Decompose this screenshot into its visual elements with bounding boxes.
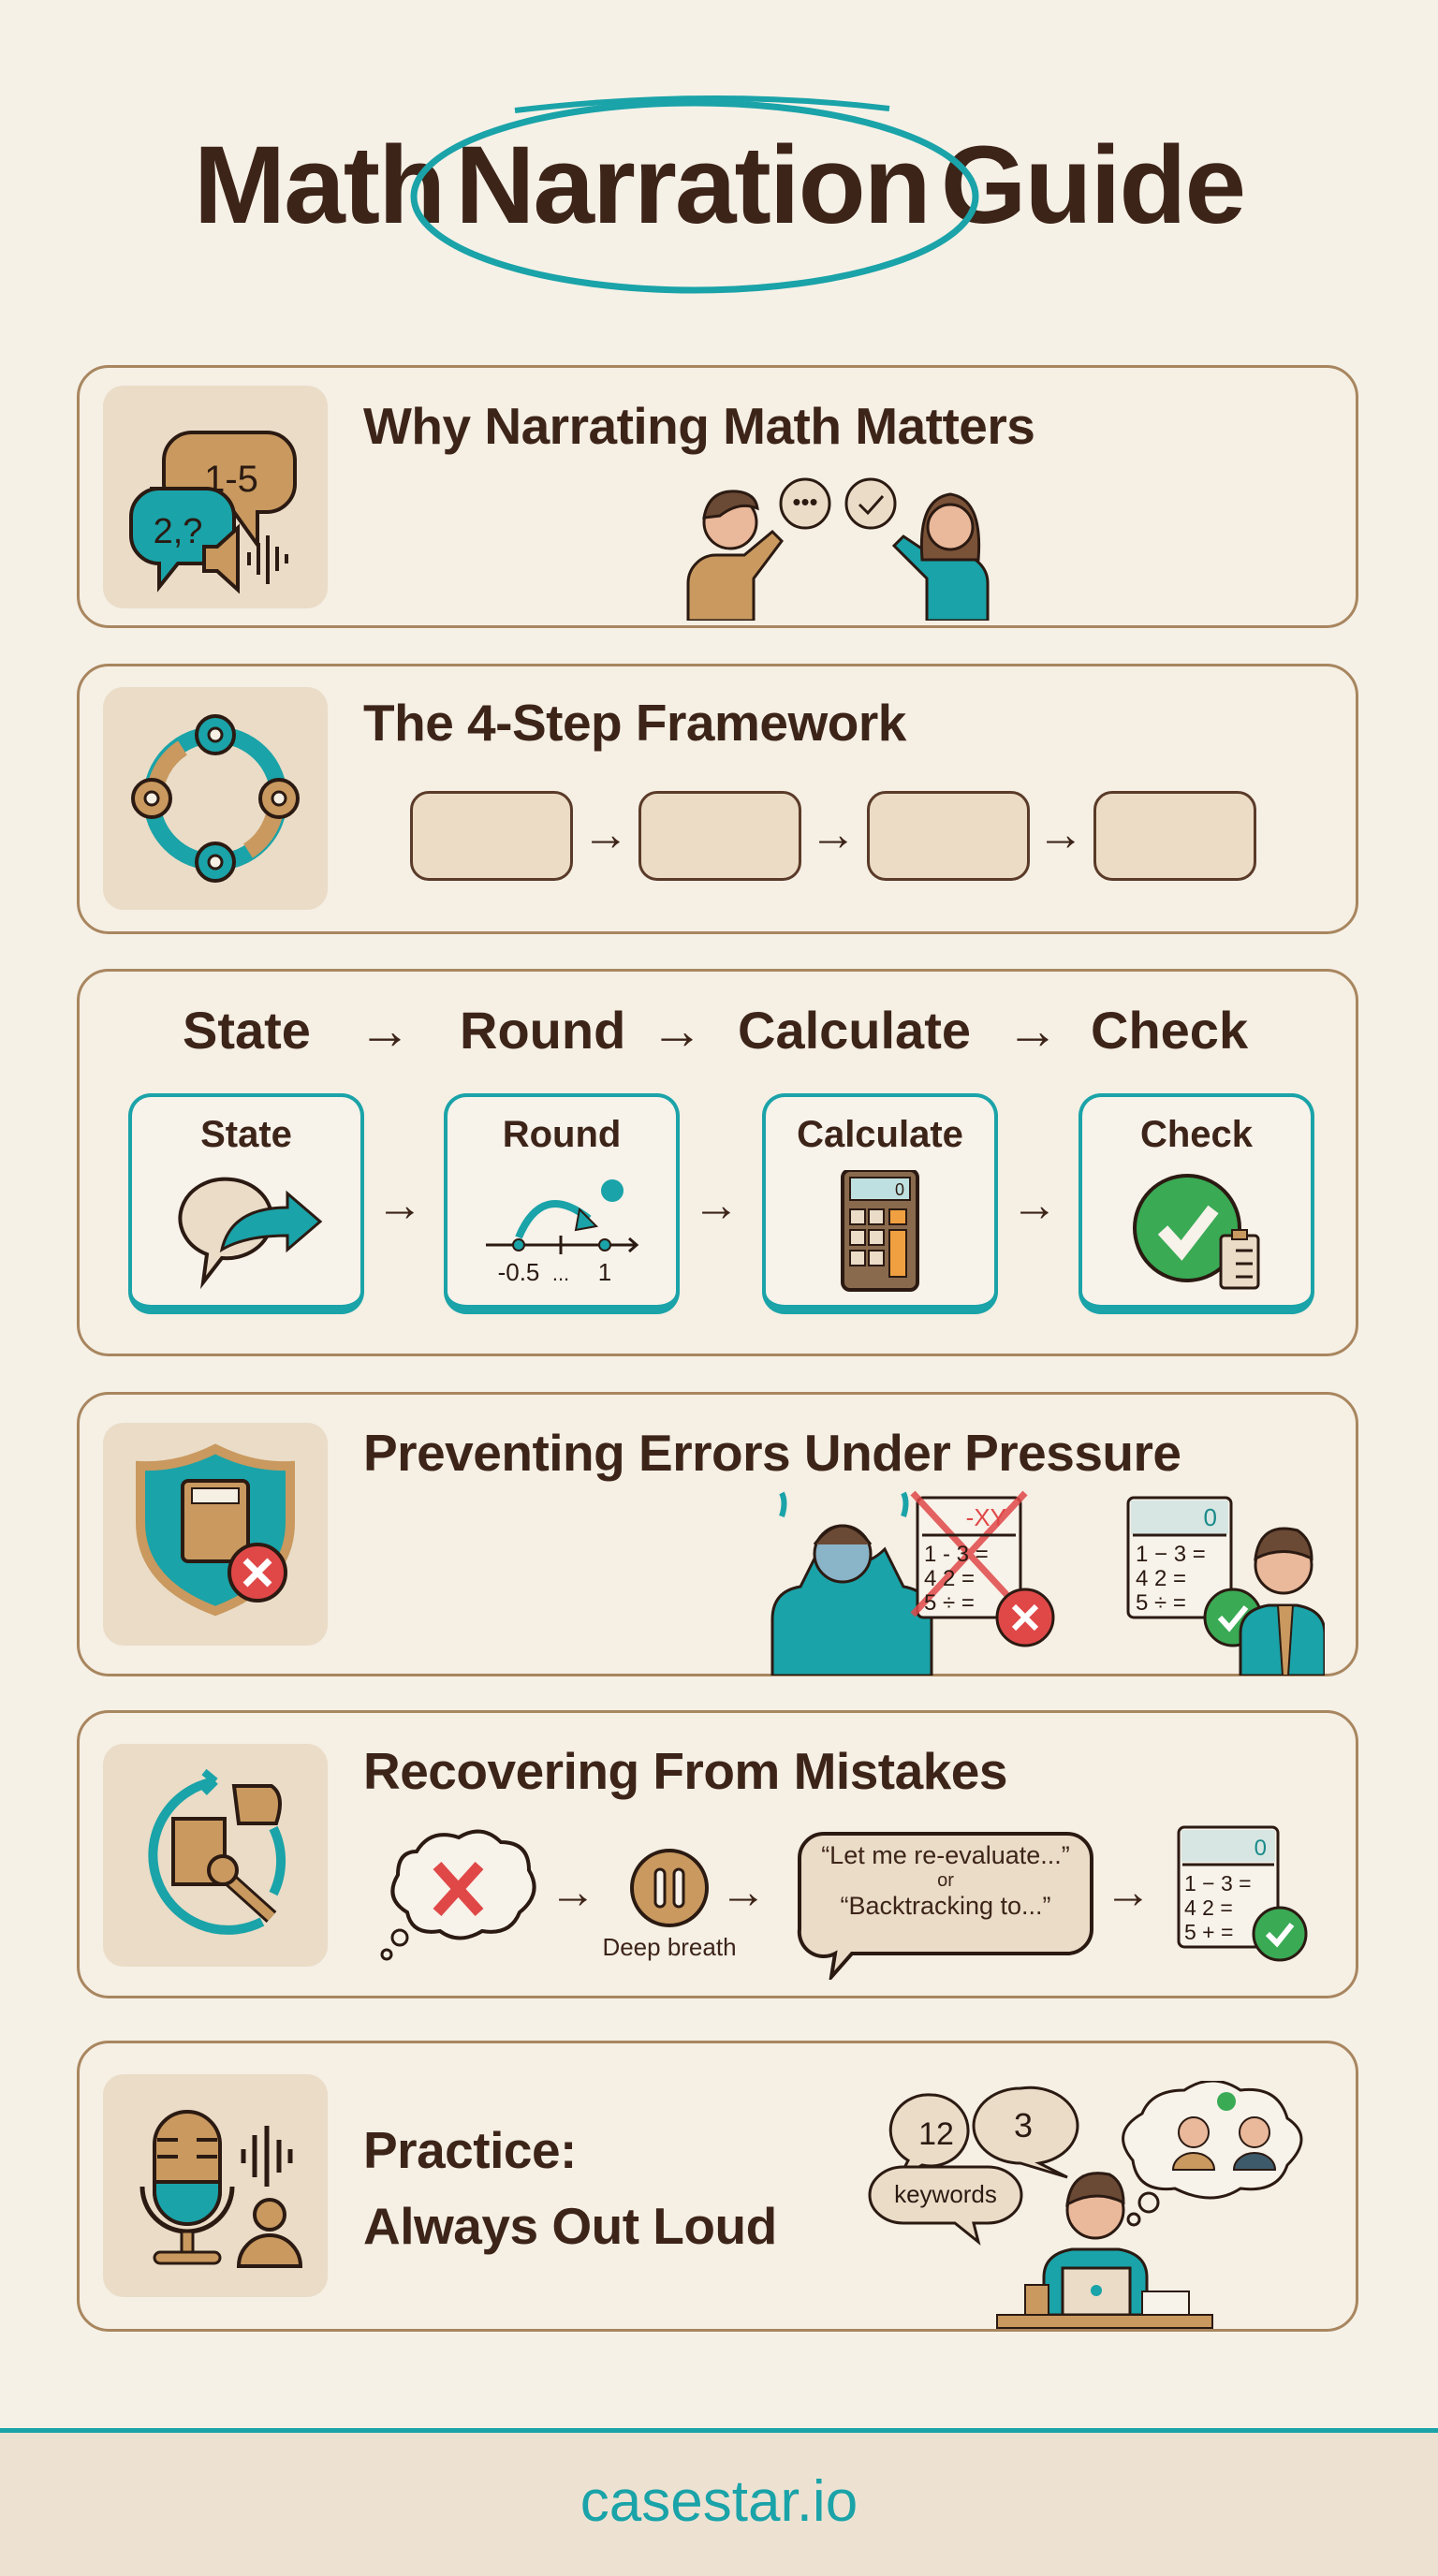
wrong-sheet-line: 4 2 = xyxy=(924,1566,975,1591)
practice-speaking-illustration: 12 3 keywords xyxy=(868,2081,1303,2329)
arrow-right-icon: → xyxy=(810,808,857,860)
arrow-right-icon: → xyxy=(359,1001,411,1060)
step-card-state: State xyxy=(128,1093,364,1314)
wrong-sheet-header: -XY xyxy=(966,1503,1006,1531)
right-sheet-line: 5 ÷ = xyxy=(1136,1590,1186,1616)
title-oval-highlight xyxy=(410,95,979,294)
step-header-calculate: Calculate xyxy=(738,1001,971,1060)
section-recovering: Recovering From Mistakes → Deep breath →… xyxy=(77,1710,1358,1998)
arrow-right-icon: → xyxy=(1011,1178,1058,1231)
speech-arrow-icon xyxy=(178,1177,323,1290)
section-heading-line2: Always Out Loud xyxy=(363,2197,777,2255)
deep-breath-label: Deep breath xyxy=(602,1933,737,1961)
step-card-round: Round -0.5 ... 1 xyxy=(444,1093,680,1314)
section-preventing-errors: Preventing Errors Under Pressure -XY 1 -… xyxy=(77,1392,1358,1676)
calculator-display: 0 xyxy=(895,1180,904,1199)
thought-error-icon xyxy=(380,1829,536,1961)
right-sheet-header: 0 xyxy=(1204,1503,1217,1531)
arrow-right-icon: → xyxy=(582,808,629,860)
puzzle-wrench-icon xyxy=(103,1744,328,1967)
shield-calculator-icon xyxy=(103,1423,328,1646)
arrow-right-icon: → xyxy=(1105,1866,1152,1918)
sheet-line: 1 − 3 = xyxy=(1184,1871,1252,1895)
svg-text:•••: ••• xyxy=(792,488,817,516)
right-sheet-line: 4 2 = xyxy=(1136,1566,1186,1591)
wrong-sheet-line: 1 - 3 = xyxy=(924,1542,989,1567)
bubble-3: 3 xyxy=(1014,2106,1033,2144)
number-line-icon: -0.5 ... 1 xyxy=(486,1179,639,1286)
wrong-sheet-line: 5 ÷ = xyxy=(924,1590,975,1616)
arrow-right-icon: → xyxy=(720,1866,767,1918)
right-sheet-line: 1 − 3 = xyxy=(1136,1542,1206,1567)
section-heading: Preventing Errors Under Pressure xyxy=(363,1424,1181,1482)
sheet-line: 4 2 = xyxy=(1184,1895,1233,1920)
number-line-right: 1 xyxy=(598,1258,611,1286)
arrow-right-icon: → xyxy=(550,1866,596,1918)
step-card-check: Check xyxy=(1078,1093,1314,1314)
section-heading: Why Narrating Math Matters xyxy=(363,397,1035,455)
title-word-math: Math xyxy=(193,124,446,247)
checkmark-clipboard-icon xyxy=(1133,1174,1260,1290)
gears-cycle-icon xyxy=(103,687,328,910)
section-steps: State → Round → Calculate → Check State … xyxy=(77,969,1358,1356)
step-card-calculate: Calculate 0 xyxy=(762,1093,998,1314)
arrow-right-icon: → xyxy=(693,1178,740,1231)
footer-brand-link[interactable]: casestar.io xyxy=(580,2469,858,2534)
sheet-header: 0 xyxy=(1255,1836,1267,1861)
bubble-keywords: keywords xyxy=(894,2180,997,2208)
speech-bubble xyxy=(797,1832,1093,1980)
bubble-text-b: 2,? xyxy=(154,512,203,551)
calculator-icon: 0 xyxy=(841,1170,919,1292)
recovery-phrases: “Let me re-evaluate...” or “Backtracking… xyxy=(800,1841,1091,1921)
card-label: Calculate xyxy=(797,1114,963,1155)
stress-vs-calm-illustration: -XY 1 - 3 = 4 2 = 5 ÷ = 0 1 − 3 = 4 2 = … xyxy=(770,1490,1325,1676)
step-header-state: State xyxy=(183,1001,311,1060)
framework-step-box-4 xyxy=(1093,791,1256,881)
corrected-sheet-icon: 0 1 − 3 = 4 2 = 5 + = xyxy=(1177,1825,1308,1962)
framework-step-box-2 xyxy=(638,791,801,881)
framework-step-box-1 xyxy=(410,791,573,881)
title-word-guide: Guide xyxy=(940,124,1246,247)
people-conversation-illustration: ••• xyxy=(686,477,990,621)
arrow-right-icon: → xyxy=(1037,808,1084,860)
title-word-narration: Narration xyxy=(455,124,932,247)
footer: casestar.io xyxy=(0,2428,1438,2576)
bubble-12: 12 xyxy=(918,2116,954,2152)
arrow-right-icon: → xyxy=(376,1178,423,1231)
step-header-round: Round xyxy=(460,1001,626,1060)
speech-bubbles-speaker-icon: 1-5 2,? xyxy=(103,386,328,608)
sheet-line: 5 + = xyxy=(1184,1920,1233,1944)
phrase-or: or xyxy=(937,1870,954,1892)
pause-icon xyxy=(630,1849,709,1927)
arrow-right-icon: → xyxy=(651,1001,703,1060)
number-line-left: -0.5 xyxy=(498,1258,540,1286)
section-why-narrating: 1-5 2,? Why Narrating Math Matters ••• xyxy=(77,365,1358,628)
framework-step-box-3 xyxy=(867,791,1030,881)
section-heading: Recovering From Mistakes xyxy=(363,1742,1007,1800)
cross-out-mark xyxy=(910,1490,1028,1617)
phrase-backtracking: “Backtracking to...” xyxy=(840,1892,1051,1921)
arrow-right-icon: → xyxy=(1006,1001,1059,1060)
phrase-reevaluate: “Let me re-evaluate...” xyxy=(821,1841,1070,1869)
number-line-dots: ... xyxy=(552,1262,569,1285)
section-heading: The 4-Step Framework xyxy=(363,694,906,752)
section-practice: Practice: Always Out Loud 12 3 keywords xyxy=(77,2041,1358,2332)
section-framework: The 4-Step Framework → → → xyxy=(77,664,1358,934)
microphone-person-icon xyxy=(103,2074,328,2297)
step-header-check: Check xyxy=(1091,1001,1249,1060)
card-label: Round xyxy=(502,1114,622,1155)
card-label: State xyxy=(200,1114,292,1155)
card-label: Check xyxy=(1139,1114,1254,1155)
section-heading-line1: Practice: xyxy=(363,2121,577,2179)
